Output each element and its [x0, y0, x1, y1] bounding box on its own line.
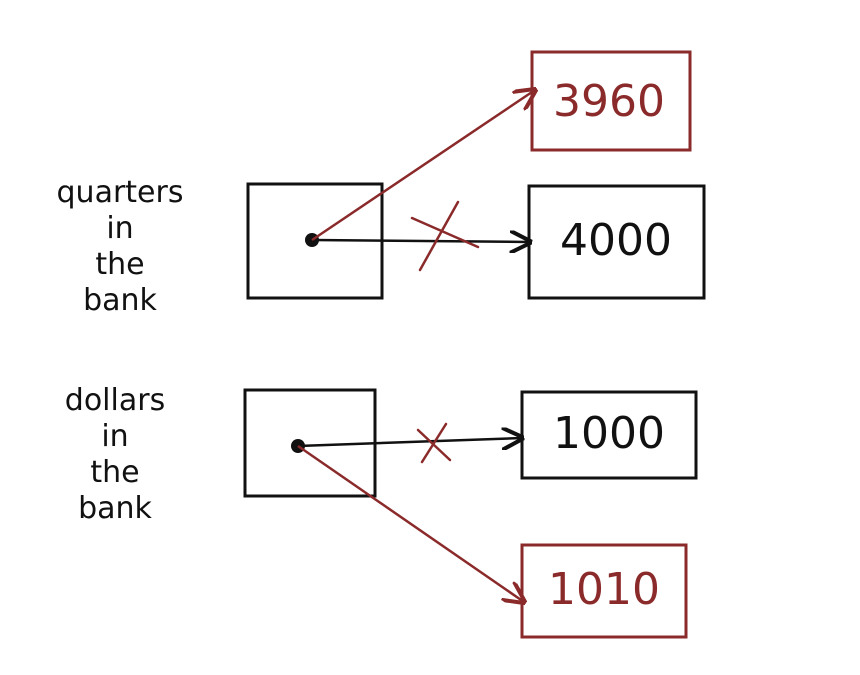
variable-label-dollars-in-the-bank: dollars in the bank	[64, 383, 166, 526]
value-quarters-new: 3960	[553, 76, 665, 127]
variable-label-quarters-in-the-bank: quarters in the bank	[56, 175, 184, 318]
value-dollars-old: 1000	[553, 408, 665, 459]
value-quarters-old: 4000	[560, 215, 672, 266]
value-box-quarters-new	[530, 50, 692, 152]
cross-out-mark-quarters	[410, 200, 480, 272]
old-reference-arrow-quarters	[311, 240, 530, 242]
value-dollars-new: 1010	[548, 564, 660, 615]
new-reference-arrow-dollars	[297, 444, 524, 602]
cross-out-mark-dollars	[416, 422, 452, 464]
new-reference-arrow-quarters	[311, 90, 535, 242]
value-box-dollars-old	[520, 390, 698, 480]
value-box-quarters-old	[527, 184, 706, 300]
value-box-dollars-new	[520, 543, 688, 639]
old-reference-arrow-dollars	[297, 438, 522, 446]
